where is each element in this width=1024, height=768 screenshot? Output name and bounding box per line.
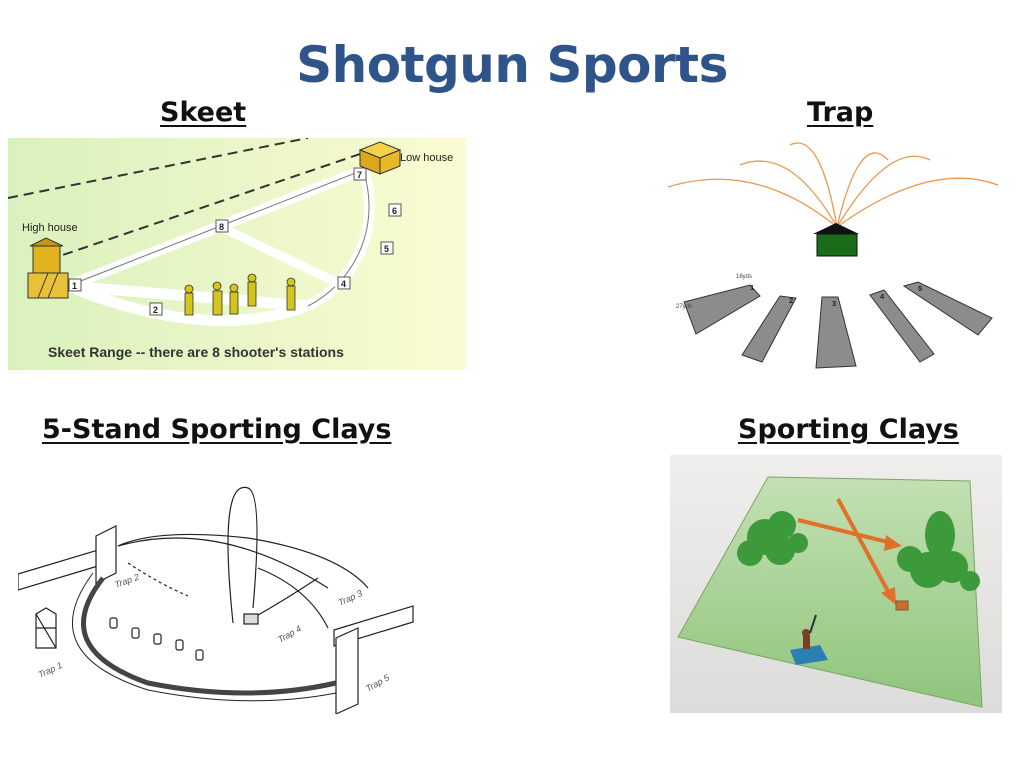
trap-tower-icon [35, 607, 57, 649]
five-stand-trap-1: Trap 1 [37, 660, 64, 680]
low-house-label: Low house [400, 152, 453, 164]
target-flight-arrows-icon [797, 498, 902, 605]
tree-left-icon [737, 511, 808, 566]
tree-right-icon [897, 511, 980, 591]
station-7: 7 [357, 170, 362, 180]
station-2: 2 [153, 305, 158, 315]
station-4: 4 [341, 279, 346, 289]
skeet-label: Skeet [160, 97, 247, 128]
station-6: 6 [392, 206, 397, 216]
five-stand-trap-5: Trap 5 [364, 672, 392, 694]
trap-post-4: 4 [880, 292, 885, 301]
trap-post-2: 2 [789, 296, 793, 305]
trap-16yds-label: 16yds [736, 274, 752, 280]
trap-post-3: 3 [832, 299, 836, 308]
five-stand-trap-2: Trap 2 [113, 572, 140, 590]
trap-post-1: 1 [750, 283, 754, 292]
station-8: 8 [219, 222, 224, 232]
skeet-diagram: 1 2 3 4 5 6 7 8 Low house High house Ske… [8, 138, 466, 370]
station-5: 5 [384, 244, 389, 254]
five-stand-trap-4: Trap 4 [276, 623, 303, 644]
shooter-figures-icon [184, 273, 296, 316]
station-1: 1 [72, 281, 77, 291]
high-house-icon [27, 237, 69, 299]
slide-title: Shotgun Sports [296, 36, 728, 94]
sporting-clays-illustration [670, 455, 1002, 713]
sporting-clays-label: Sporting Clays [738, 414, 959, 445]
shooting-stands-icon [109, 613, 259, 661]
trap-machine-icon [895, 600, 909, 611]
low-house-icon [358, 141, 402, 175]
trap-label: Trap [807, 97, 874, 128]
trap-diagram: 1 2 3 4 5 16yds 27yds [667, 142, 999, 369]
five-stand-label: 5-Stand Sporting Clays [42, 414, 392, 445]
five-stand-diagram: Trap 2 Trap 3 Trap 4 Trap 5 Trap 1 [18, 486, 414, 714]
trap-post-5: 5 [918, 284, 922, 293]
trap-27yds-label: 27yds [676, 304, 692, 310]
trap-house-icon [813, 223, 859, 257]
five-stand-trap-3: Trap 3 [337, 588, 364, 608]
shooter-icon [790, 614, 828, 665]
skeet-caption: Skeet Range -- there are 8 shooter's sta… [48, 344, 344, 360]
high-house-label: High house [22, 222, 78, 234]
